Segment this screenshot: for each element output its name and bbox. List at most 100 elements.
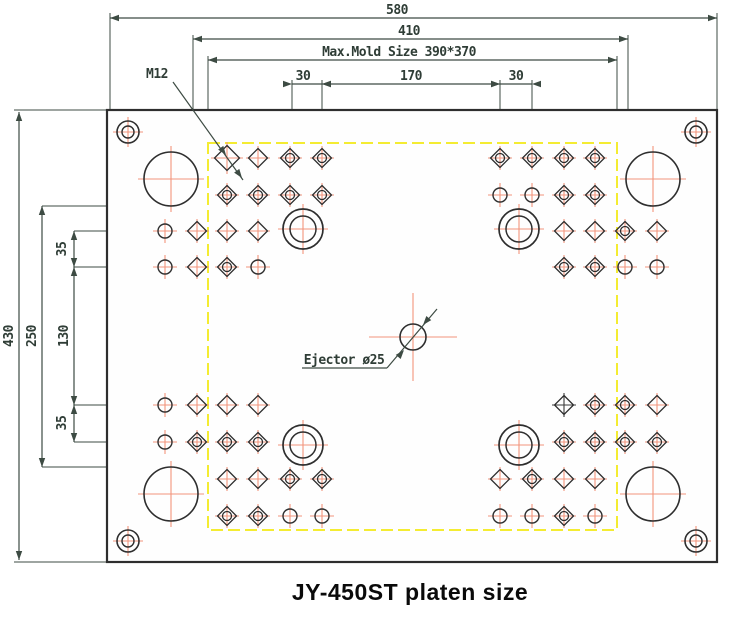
- hole-inner-circle: [558, 510, 570, 522]
- mounting-hole: [552, 393, 576, 417]
- mounting-hole: [583, 255, 607, 279]
- dimension-label: 250: [25, 324, 40, 347]
- hole-inner-circle: [191, 436, 203, 448]
- dimension-label: 410: [398, 24, 421, 39]
- hole-inner-circle: [252, 510, 264, 522]
- hole-diamond: [489, 468, 511, 490]
- hole-inner-circle: [284, 473, 296, 485]
- dimension-label: 30: [296, 69, 311, 84]
- dimension-label: 430: [2, 324, 17, 347]
- mounting-hole: [552, 146, 576, 170]
- mounting-hole: [185, 255, 209, 279]
- mounting-hole: [583, 430, 607, 454]
- hole-diamond: [216, 431, 238, 453]
- mounting-hole: [583, 219, 607, 243]
- tie-bar-hole: [138, 461, 204, 527]
- dimension-label: 35: [55, 242, 70, 257]
- ejector-label: Ejector ø25: [304, 353, 385, 368]
- corner-bolt-hole: [113, 117, 143, 147]
- dimension-arrow: [619, 35, 628, 43]
- mounting-hole: [552, 467, 576, 491]
- hole-circle: [157, 259, 173, 275]
- mounting-hole: [552, 504, 576, 528]
- hole-circle: [250, 259, 266, 275]
- dimension-arrow: [38, 458, 46, 467]
- hole-diamond: [186, 394, 208, 416]
- hole-circle: [492, 508, 508, 524]
- hole-inner-circle: [221, 261, 233, 273]
- hole-diamond: [216, 256, 238, 278]
- hole-inner-circle: [526, 152, 538, 164]
- clamp-bolt-hole: [494, 204, 544, 254]
- mounting-hole: [488, 146, 512, 170]
- dimension-arrow: [608, 56, 617, 64]
- hole-diamond: [584, 394, 606, 416]
- mounting-hole: [246, 467, 270, 491]
- mounting-hole: [246, 255, 270, 279]
- hole-inner-circle: [252, 436, 264, 448]
- hole-diamond: [213, 144, 241, 172]
- mounting-hole: [552, 183, 576, 207]
- mounting-hole: [246, 146, 270, 170]
- hole-inner-circle: [316, 473, 328, 485]
- mounting-hole: [246, 430, 270, 454]
- mounting-hole: [645, 393, 669, 417]
- hole-circle: [157, 434, 173, 450]
- hole-diamond: [521, 468, 543, 490]
- clamp-bolt-outer-circle: [498, 208, 540, 250]
- mounting-hole: [153, 393, 177, 417]
- ejector-leader-arrow: [395, 350, 404, 359]
- hole-circle: [649, 259, 665, 275]
- mounting-hole: [552, 219, 576, 243]
- mounting-hole: [215, 183, 239, 207]
- mounting-hole: [583, 504, 607, 528]
- hole-diamond: [553, 220, 575, 242]
- mounting-hole: [613, 393, 637, 417]
- mounting-hole: [520, 183, 544, 207]
- hole-diamond: [614, 220, 636, 242]
- dimension-label: 130: [57, 324, 72, 347]
- mounting-hole: [185, 430, 209, 454]
- hole-diamond: [553, 147, 575, 169]
- hole-diamond: [584, 431, 606, 453]
- hole-diamond: [247, 184, 269, 206]
- hole-inner-circle: [558, 152, 570, 164]
- hole-diamond: [584, 256, 606, 278]
- hole-diamond: [186, 220, 208, 242]
- mounting-hole: [488, 183, 512, 207]
- hole-diamond: [247, 220, 269, 242]
- clamp-bolt-hole: [278, 420, 328, 470]
- dimension-arrow: [70, 433, 78, 442]
- hole-inner-circle: [526, 473, 538, 485]
- clamp-bolt-inner-circle: [289, 215, 317, 243]
- hole-diamond: [553, 505, 575, 527]
- mounting-holes-layer: [153, 142, 669, 528]
- mounting-hole: [552, 430, 576, 454]
- dimension-arrow: [208, 56, 217, 64]
- clamp-bolt-hole: [494, 420, 544, 470]
- hole-diamond: [247, 505, 269, 527]
- clamp-bolt-hole: [278, 204, 328, 254]
- tie-bar-hole: [620, 146, 686, 212]
- hole-inner-circle: [221, 436, 233, 448]
- drawing-caption: JY-450ST platen size: [291, 579, 529, 605]
- corner-bolt-inner-circle: [121, 534, 135, 548]
- hole-diamond: [646, 431, 668, 453]
- tie-bar-hole: [620, 461, 686, 527]
- hole-diamond: [247, 147, 269, 169]
- hole-inner-circle: [494, 152, 506, 164]
- hole-inner-circle: [589, 399, 601, 411]
- dimension-arrow: [15, 551, 23, 560]
- m12-leader-arrow: [234, 168, 242, 178]
- mounting-hole: [153, 219, 177, 243]
- hole-circle: [282, 508, 298, 524]
- hole-inner-circle: [221, 510, 233, 522]
- dimension-label: 580: [386, 3, 409, 18]
- mounting-hole: [645, 219, 669, 243]
- hole-diamond: [584, 184, 606, 206]
- tie-bar-circle: [143, 466, 199, 522]
- hole-inner-circle: [316, 189, 328, 201]
- mounting-hole: [278, 504, 302, 528]
- clamp-bolt-inner-circle: [505, 431, 533, 459]
